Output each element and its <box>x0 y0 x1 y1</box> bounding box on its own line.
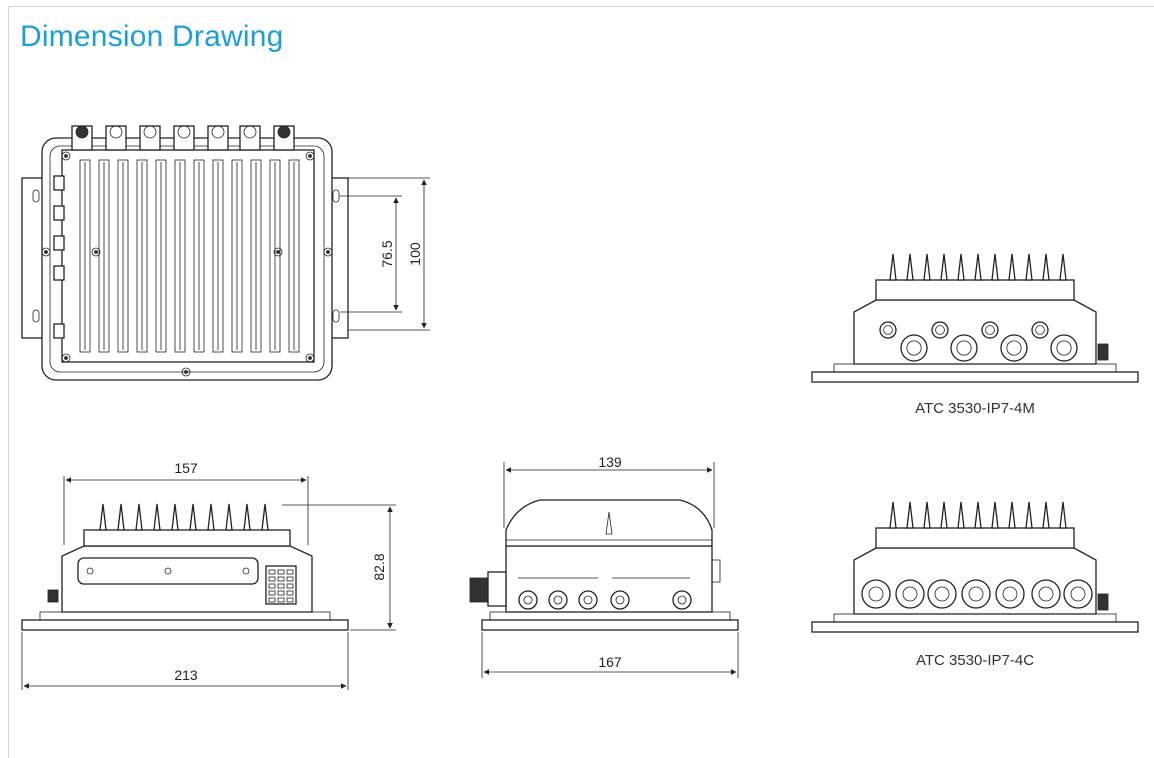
top-connectors <box>71 125 295 151</box>
front-base <box>481 619 739 631</box>
frame-left-border <box>8 6 9 758</box>
dim-top-width: 139 <box>598 454 622 470</box>
frame-top-border <box>8 6 1154 7</box>
top-view: 76.5 100 <box>21 125 430 381</box>
caption-variant-4m: ATC 3530-IP7-4M <box>915 400 1035 417</box>
side-view: 157 213 82.8 <box>21 460 396 690</box>
dim-body-length: 157 <box>174 460 198 476</box>
dim-hole-spacing: 76.5 <box>379 240 395 267</box>
screws <box>41 151 333 377</box>
heatsink-fins <box>79 159 300 353</box>
base-plate <box>21 619 349 631</box>
variant-4c-view: ATC 3530-IP7-4C <box>811 501 1139 669</box>
dim-bracket-height: 100 <box>407 242 423 266</box>
caption-variant-4c: ATC 3530-IP7-4C <box>916 652 1034 669</box>
dim-height: 82.8 <box>371 553 387 580</box>
front-view: 139 167 <box>469 454 739 678</box>
dim-base-width: 167 <box>598 654 622 670</box>
dim-base-length: 213 <box>174 667 198 683</box>
variant-4m-view: ATC 3530-IP7-4M <box>811 253 1139 417</box>
page-title: Dimension Drawing <box>20 20 284 53</box>
